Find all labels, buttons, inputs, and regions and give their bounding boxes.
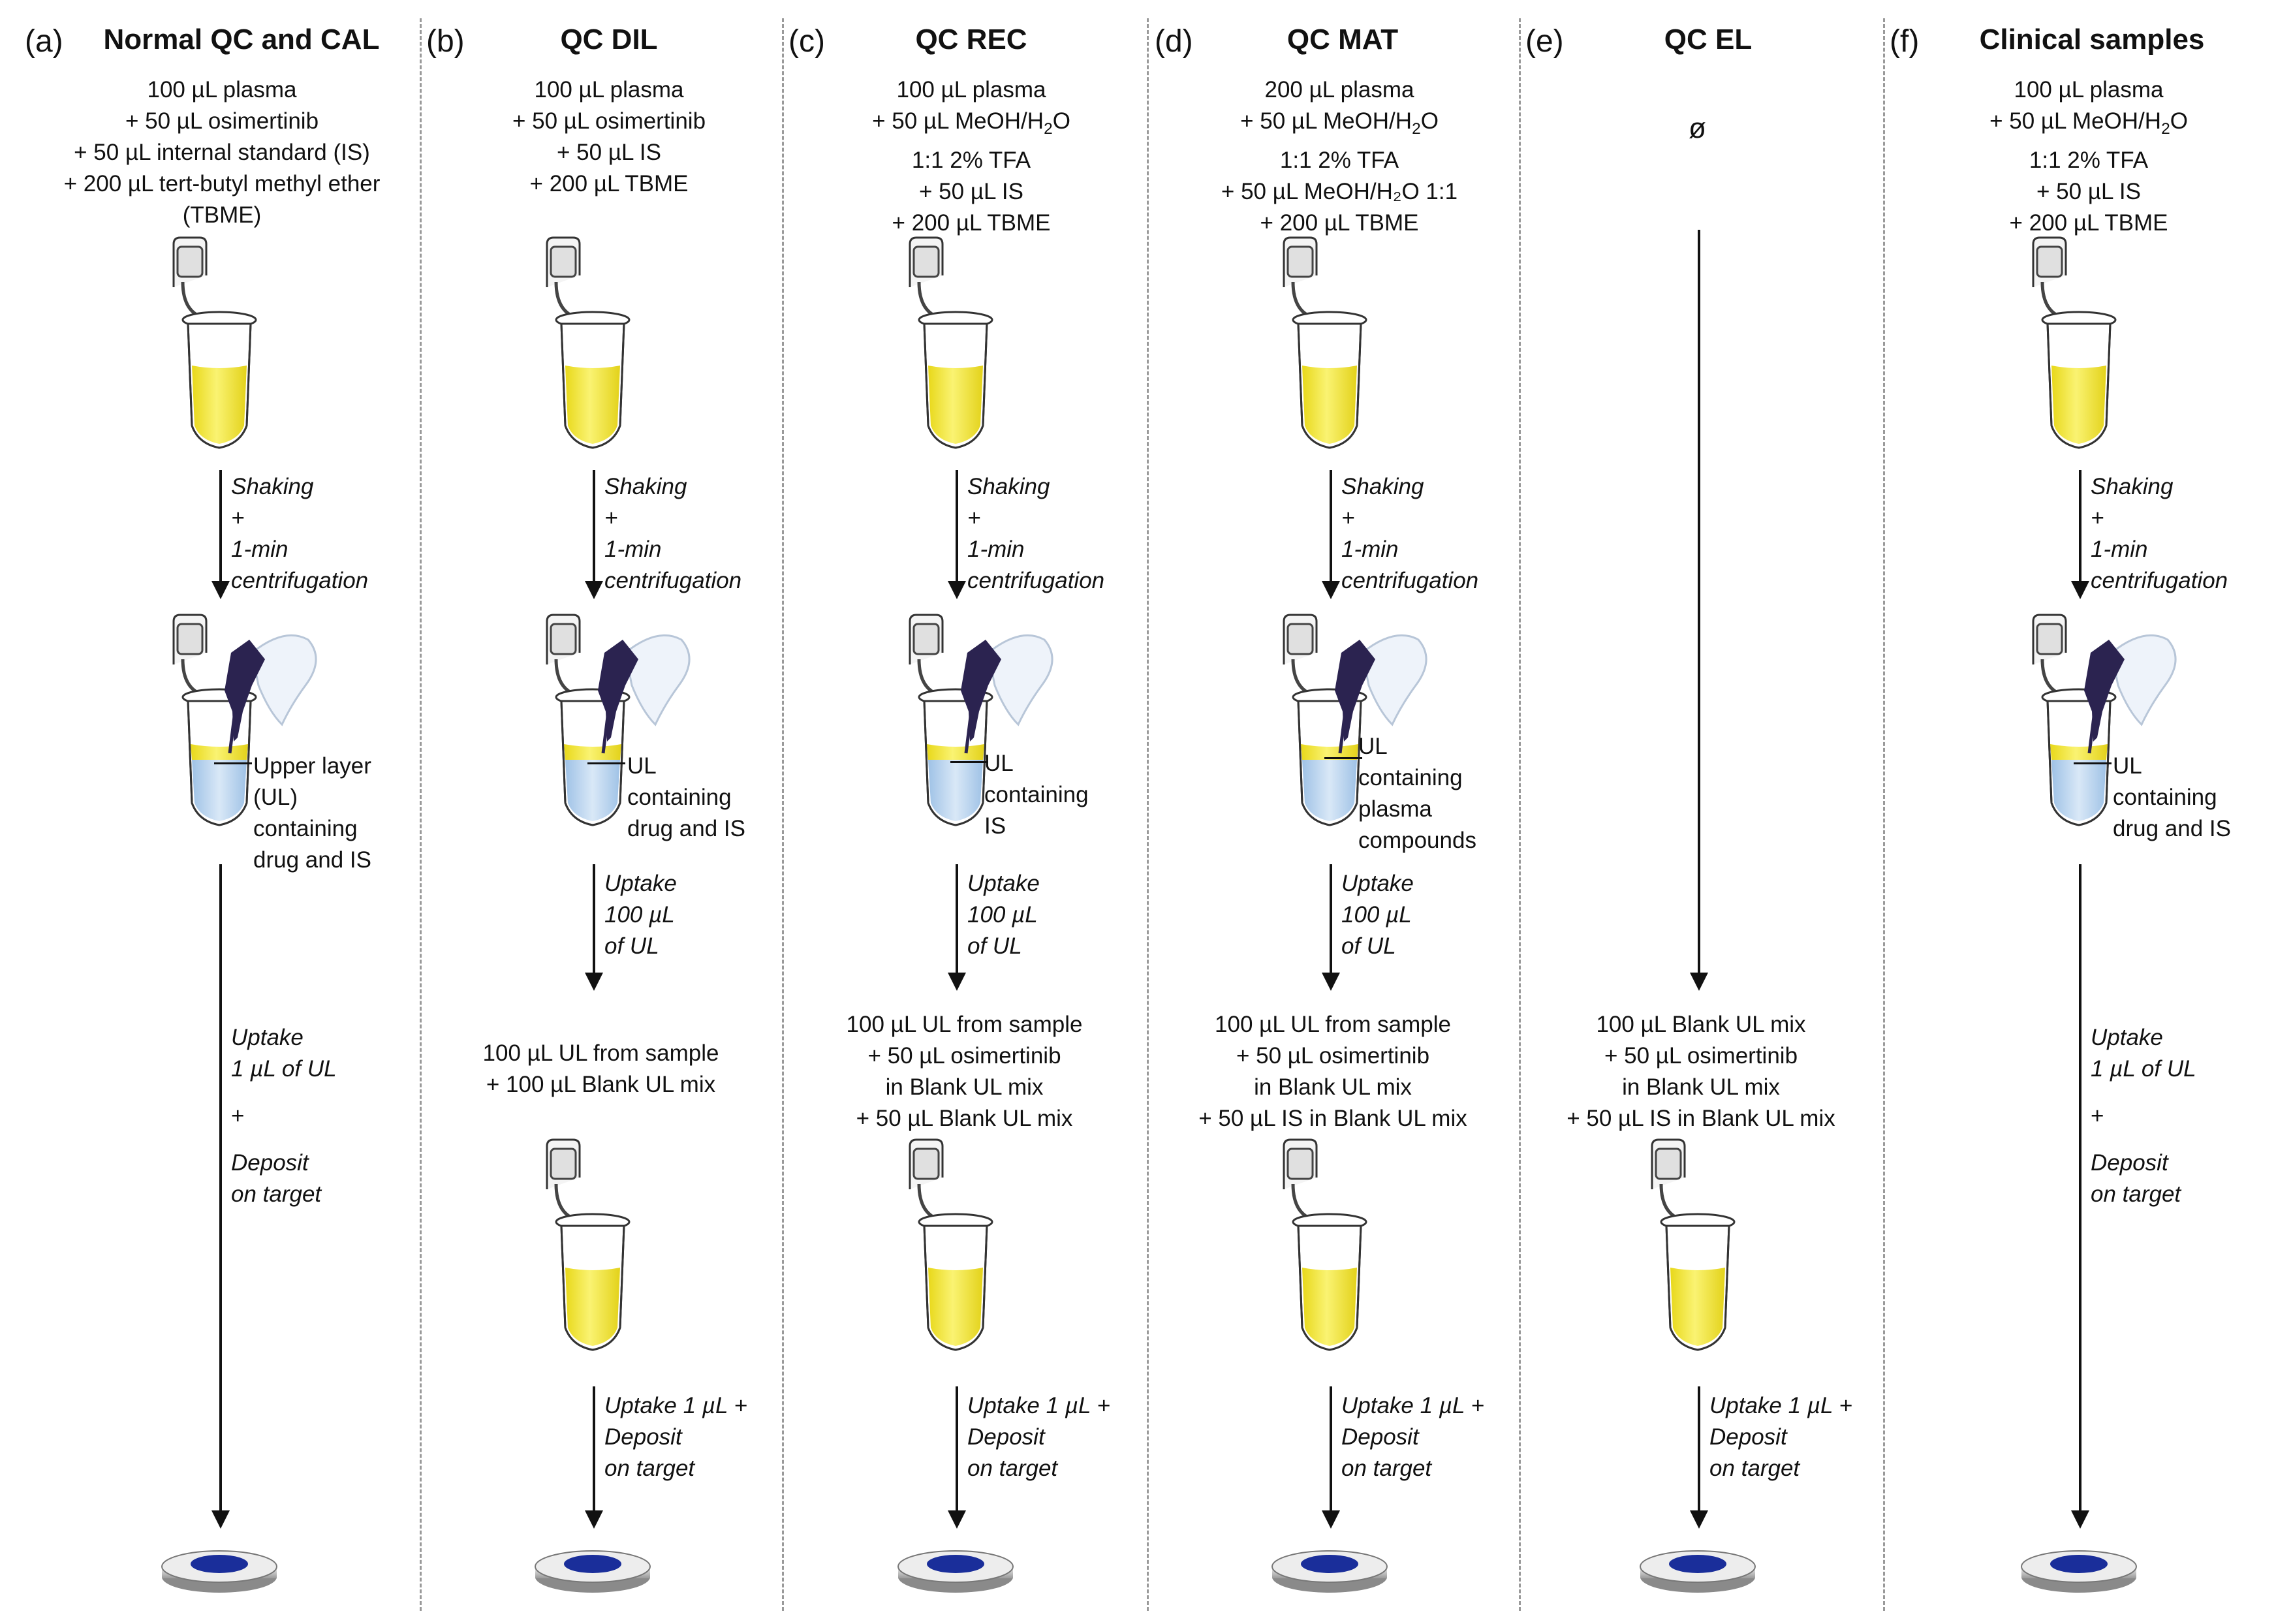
process-arrow xyxy=(1690,230,1708,991)
tube-icon xyxy=(154,236,285,452)
panel-title: Normal QC and CAL xyxy=(103,23,380,55)
tube-icon xyxy=(527,236,658,452)
empty-set-symbol: ø xyxy=(1689,112,1706,144)
maldi-target-icon xyxy=(535,1550,651,1593)
process-arrow xyxy=(211,864,230,1529)
process-arrow xyxy=(2071,864,2089,1529)
panel-letter: (f) xyxy=(1890,24,1920,59)
mix-composition: 100 µL UL from sample+ 50 µL osimertinib… xyxy=(846,1012,1083,1131)
panel-title: QC EL xyxy=(1664,23,1753,55)
mix-composition: 100 µL UL from sample+ 100 µL Blank UL m… xyxy=(482,1040,719,1097)
column-separator xyxy=(1519,18,1521,1611)
panel-b: (b) QC DIL 100 µL plasma+ 50 µL osimerti… xyxy=(420,0,782,1624)
panel-letter: (e) xyxy=(1525,24,1564,59)
panel-title: QC REC xyxy=(915,23,1027,55)
tube-icon xyxy=(1632,1138,1763,1354)
layer-pointer xyxy=(950,761,988,763)
layer-pointer xyxy=(2074,762,2112,764)
tube-icon xyxy=(2014,236,2144,452)
process-arrow xyxy=(948,1386,966,1529)
process-arrow xyxy=(948,470,966,599)
panel-letter: (a) xyxy=(25,24,63,59)
panel-title: QC DIL xyxy=(560,23,658,55)
process-arrow xyxy=(948,864,966,991)
tube-icon xyxy=(890,236,1021,452)
panel-d: (d) QC MAT 200 µL plasma + 50 µL MeOH/H2… xyxy=(1147,0,1519,1624)
tube-icon xyxy=(1264,236,1395,452)
tube-icon xyxy=(527,1138,658,1354)
column-separator xyxy=(420,18,422,1611)
sample-preparation: 100 µL plasma + 50 µL MeOH/H2O 1:1 2% TF… xyxy=(872,77,1070,236)
panel-letter: (d) xyxy=(1155,24,1193,59)
maldi-target-icon xyxy=(897,1550,1014,1593)
process-arrow xyxy=(1322,1386,1340,1529)
tube-icon xyxy=(890,1138,1021,1354)
process-arrow xyxy=(585,864,603,991)
layer-pointer xyxy=(214,762,252,764)
column-separator xyxy=(782,18,784,1611)
column-separator xyxy=(1147,18,1149,1611)
mix-composition: 100 µL Blank UL mix+ 50 µL osimertinib i… xyxy=(1567,1012,1835,1131)
process-arrow xyxy=(585,470,603,599)
sample-preparation: 100 µL plasma + 50 µL MeOH/H2O 1:1 2% TF… xyxy=(1989,77,2188,236)
panel-title: Clinical samples xyxy=(1979,23,2205,55)
panel-letter: (b) xyxy=(426,24,465,59)
layer-pointer xyxy=(1324,757,1362,759)
mix-composition: 100 µL UL from sample+ 50 µL osimertinib… xyxy=(1198,1012,1467,1131)
panel-title: QC MAT xyxy=(1286,23,1399,55)
panel-c: (c) QC REC 100 µL plasma + 50 µL MeOH/H2… xyxy=(782,0,1147,1624)
process-arrow xyxy=(211,470,230,599)
tube-icon xyxy=(1264,1138,1395,1354)
process-arrow xyxy=(1322,864,1340,991)
maldi-target-icon xyxy=(161,1550,277,1593)
panel-f: (f) Clinical samples 100 µL plasma + 50 … xyxy=(1883,0,2276,1624)
sample-preparation: 200 µL plasma + 50 µL MeOH/H2O 1:1 2% TF… xyxy=(1221,77,1458,236)
process-arrow xyxy=(1690,1386,1708,1529)
maldi-target-icon xyxy=(1640,1550,1756,1593)
panel-letter: (c) xyxy=(788,24,825,59)
maldi-target-icon xyxy=(1271,1550,1388,1593)
process-arrow xyxy=(585,1386,603,1529)
panel-a: (a) Normal QC and CAL 100 µL plasma + 50… xyxy=(0,0,420,1624)
column-separator xyxy=(1883,18,1885,1611)
sample-preparation: 100 µL plasma+ 50 µL osimertinib + 50 µL… xyxy=(512,77,706,196)
layer-pointer xyxy=(587,762,625,764)
sample-preparation: 100 µL plasma + 50 µL osimertinib + 50 µ… xyxy=(63,77,381,228)
panel-e: (e) QC EL ø 100 µL Blank UL mix+ 50 µL o… xyxy=(1519,0,1883,1624)
process-arrow xyxy=(2071,470,2089,599)
maldi-target-icon xyxy=(2021,1550,2137,1593)
process-arrow xyxy=(1322,470,1340,599)
